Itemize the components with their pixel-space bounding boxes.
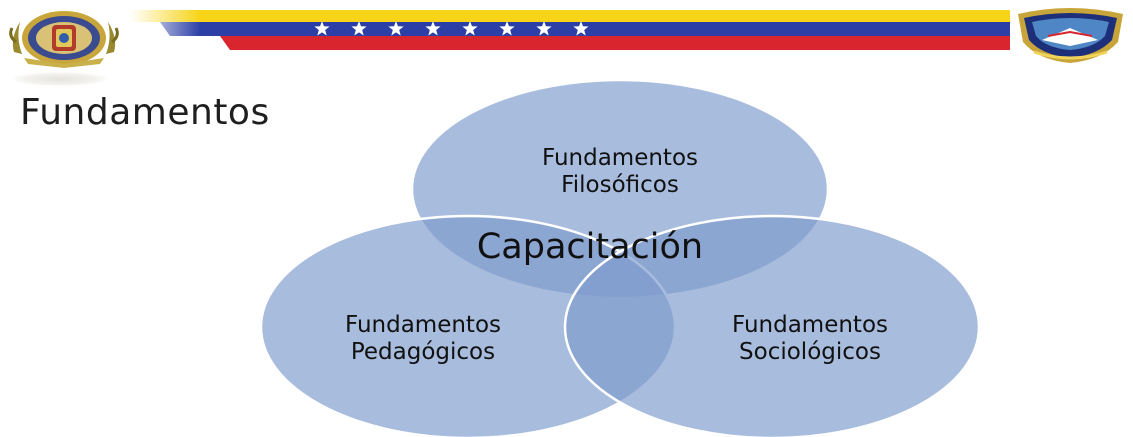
label-sociologicos-line1: Fundamentos bbox=[732, 312, 888, 338]
label-filosoficos-line1: Fundamentos bbox=[542, 145, 698, 171]
flag-star-icon bbox=[388, 21, 404, 36]
flag-star-icon bbox=[573, 21, 589, 36]
flag-stars bbox=[314, 21, 589, 36]
flag-banner bbox=[130, 0, 1010, 60]
flag-star-icon bbox=[351, 21, 367, 36]
circle-sociologicos bbox=[563, 214, 981, 437]
label-pedagogicos-line1: Fundamentos bbox=[345, 312, 501, 338]
left-seal-icon bbox=[9, 11, 119, 68]
label-filosoficos-line2: Filosóficos bbox=[561, 172, 679, 198]
flag-star-icon bbox=[536, 21, 552, 36]
page-title: Fundamentos bbox=[20, 92, 270, 133]
flag-star-icon bbox=[462, 21, 478, 36]
right-shield-icon bbox=[1018, 8, 1123, 63]
flag-star-icon bbox=[314, 21, 330, 36]
label-sociologicos-line2: Sociológicos bbox=[739, 339, 881, 365]
logo-reflection bbox=[14, 72, 106, 86]
center-label-capacitacion: Capacitación bbox=[477, 227, 703, 267]
label-pedagogicos-line2: Pedagógicos bbox=[351, 339, 495, 365]
flag-star-icon bbox=[425, 21, 441, 36]
flag-star-icon bbox=[499, 21, 515, 36]
